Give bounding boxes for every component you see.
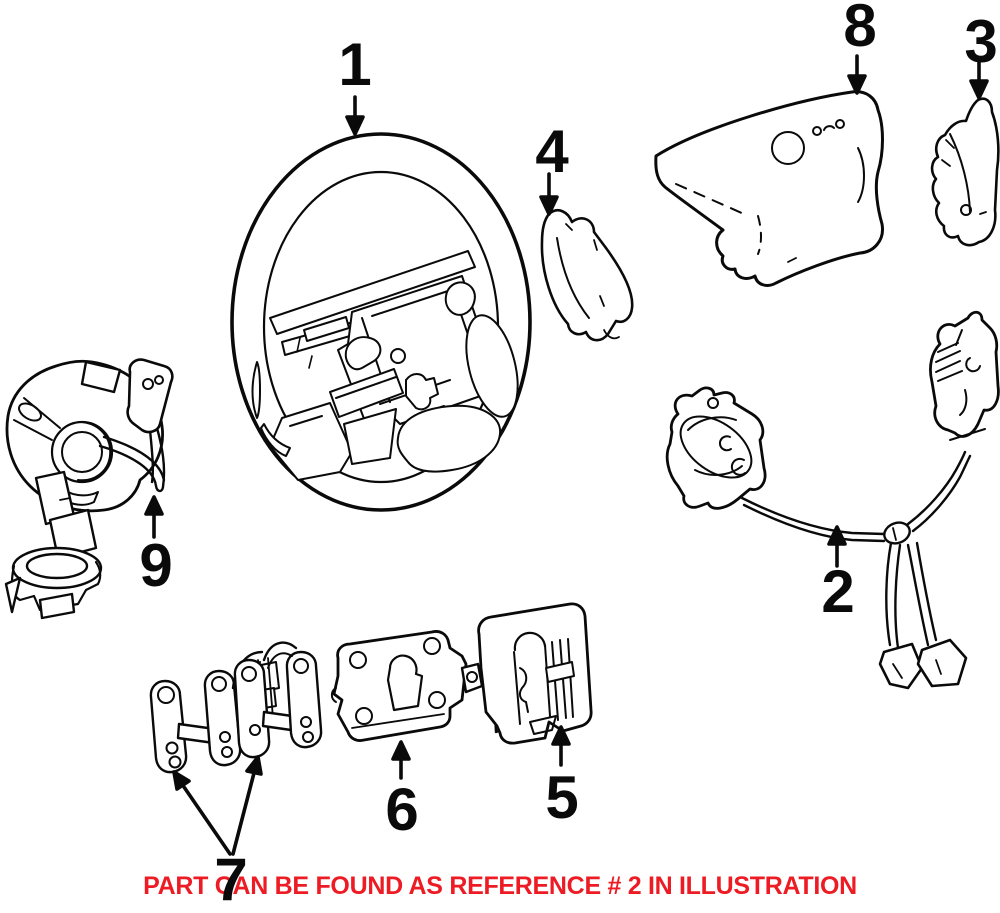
callout-1-label: 1	[338, 31, 372, 98]
callout-9-arrow	[144, 495, 164, 539]
callout-9-label: 9	[139, 532, 173, 599]
callout-4-label: 4	[535, 118, 569, 185]
part-5-bracket-drawing	[477, 602, 593, 745]
callout-4-arrow	[539, 172, 559, 216]
part-1-steering-wheel-drawing	[230, 132, 532, 512]
callout-6-arrow	[391, 740, 411, 780]
callout-5-label: 5	[545, 764, 579, 831]
callout-8-label: 8	[843, 0, 877, 59]
callout-2-arrow	[827, 525, 847, 568]
callout-3-arrow	[969, 58, 989, 100]
callout-2-label: 2	[821, 558, 855, 625]
part-2-switch-harness-drawing	[665, 310, 1000, 690]
part-7-mounting-brackets-drawing	[149, 641, 323, 774]
part-8-horn-pad-drawing	[654, 90, 884, 287]
callout-arrows	[144, 54, 989, 856]
callout-3-label: 3	[964, 8, 998, 75]
callout-7-arrows	[172, 755, 263, 856]
reference-note: PART CAN BE FOUND AS REFERENCE # 2 IN IL…	[143, 872, 857, 900]
callout-6-label: 6	[385, 776, 419, 843]
callout-1-arrow	[345, 95, 365, 136]
callout-7-label: 7	[214, 846, 248, 913]
part-4-trim-cover-drawing	[540, 209, 634, 342]
part-3-trim-cover-drawing	[930, 97, 1000, 247]
part-9-clockspring-drawing	[4, 358, 174, 620]
callout-8-arrow	[847, 54, 867, 95]
callout-5-arrow	[551, 725, 571, 767]
